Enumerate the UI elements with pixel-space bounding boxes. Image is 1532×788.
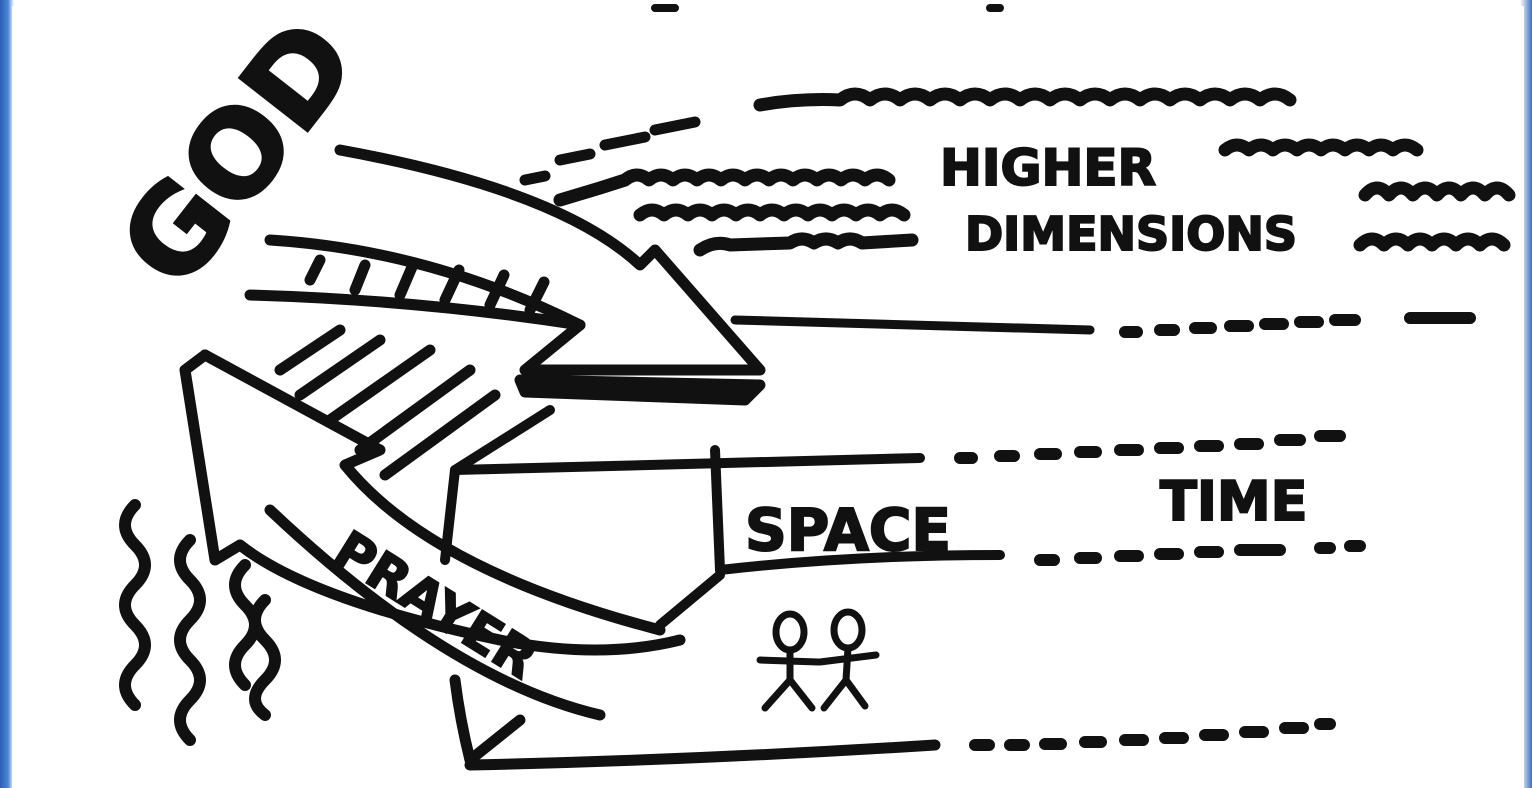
boundary-line-top	[735, 318, 1470, 332]
wave-line-5	[1225, 145, 1417, 150]
space-label: SPACE	[745, 496, 951, 564]
wave-line-3	[700, 239, 912, 250]
prayer-squiggles	[125, 505, 275, 740]
stick-figure-left	[760, 614, 818, 708]
wave-line-7	[1360, 239, 1504, 245]
wave-line-2	[560, 175, 889, 200]
dimensions-label: DIMENSIONS	[965, 207, 1297, 261]
stick-figures	[760, 612, 876, 708]
stick-figure-right	[820, 612, 876, 708]
wave-line-6	[1365, 188, 1509, 195]
higher-label: HIGHER	[940, 139, 1156, 197]
wave-line-1	[760, 94, 1290, 105]
wave-line-4	[640, 210, 904, 215]
time-label: TIME	[1160, 470, 1308, 533]
god-label: GOD	[93, 0, 383, 312]
